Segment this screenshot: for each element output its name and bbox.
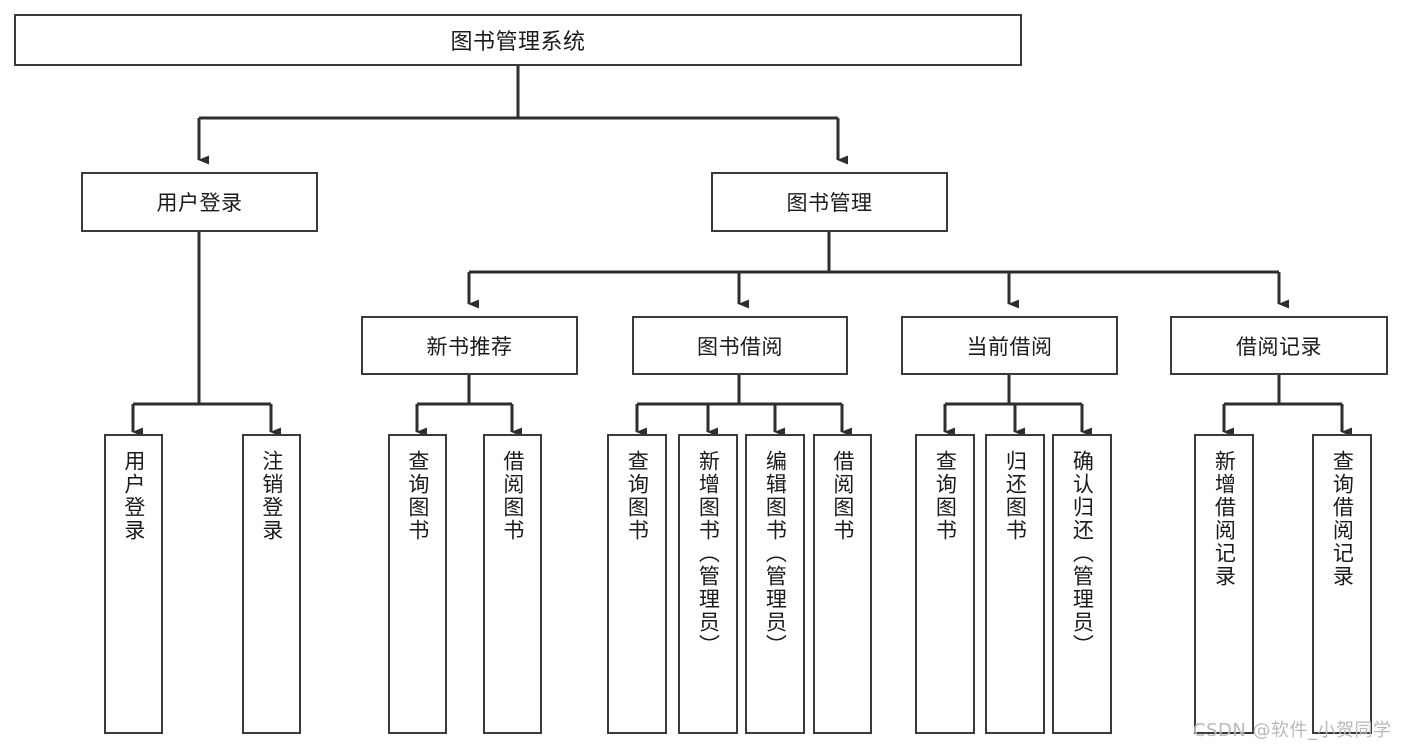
node-label: 归还图书 <box>1003 450 1028 542</box>
leaf-borrow-borrow-book[interactable]: 借阅图书 <box>813 434 872 734</box>
node-label: 用户登录 <box>156 191 243 215</box>
csdn-watermark: CSDN @软件_小贺同学 <box>1193 716 1392 742</box>
leaf-current-confirm-return[interactable]: 确认归还（管理员） <box>1052 434 1112 734</box>
leaf-current-return-book[interactable]: 归还图书 <box>985 434 1045 734</box>
leaf-borrow-query-book[interactable]: 查询图书 <box>607 434 667 734</box>
leaf-recommend-borrow-book[interactable]: 借阅图书 <box>483 434 542 734</box>
node-label: 新增借阅记录 <box>1212 450 1237 588</box>
watermark-text: CSDN @软件_小贺同学 <box>1193 720 1392 741</box>
node-book-borrow[interactable]: 图书借阅 <box>632 316 848 375</box>
leaf-recommend-query-book[interactable]: 查询图书 <box>388 434 447 734</box>
node-label: 借阅图书 <box>830 450 855 542</box>
leaf-user-login-signin[interactable]: 用户登录 <box>104 434 163 734</box>
leaf-borrow-add-book[interactable]: 新增图书（管理员） <box>678 434 738 734</box>
node-label: 图书借阅 <box>697 334 783 359</box>
node-label: 新增图书（管理员） <box>696 450 721 657</box>
node-book-management[interactable]: 图书管理 <box>711 172 948 232</box>
node-new-book-recommend[interactable]: 新书推荐 <box>361 316 578 375</box>
node-label: 图书管理系统 <box>450 30 586 55</box>
node-label: 确认归还（管理员） <box>1070 450 1095 657</box>
node-label: 编辑图书（管理员） <box>763 450 788 657</box>
node-label: 查询图书 <box>933 450 958 542</box>
leaf-current-query-book[interactable]: 查询图书 <box>915 434 975 734</box>
leaf-borrow-edit-book[interactable]: 编辑图书（管理员） <box>745 434 805 734</box>
node-label: 借阅图书 <box>500 450 525 542</box>
leaf-record-add-record[interactable]: 新增借阅记录 <box>1194 434 1254 734</box>
node-label: 用户登录 <box>121 450 146 542</box>
node-current-borrow[interactable]: 当前借阅 <box>901 316 1118 375</box>
node-user-login[interactable]: 用户登录 <box>81 172 318 232</box>
leaf-record-query-record[interactable]: 查询借阅记录 <box>1312 434 1372 734</box>
node-label: 图书管理 <box>786 191 873 215</box>
node-label: 新书推荐 <box>426 334 513 359</box>
node-label: 当前借阅 <box>966 334 1053 359</box>
node-label: 查询图书 <box>405 450 430 542</box>
node-label: 借阅记录 <box>1236 334 1322 359</box>
node-label: 注销登录 <box>259 450 284 542</box>
leaf-user-login-signout[interactable]: 注销登录 <box>242 434 301 734</box>
node-borrow-record[interactable]: 借阅记录 <box>1170 316 1388 375</box>
node-root-system[interactable]: 图书管理系统 <box>14 14 1022 66</box>
node-label: 查询图书 <box>625 450 650 542</box>
node-label: 查询借阅记录 <box>1330 450 1355 588</box>
